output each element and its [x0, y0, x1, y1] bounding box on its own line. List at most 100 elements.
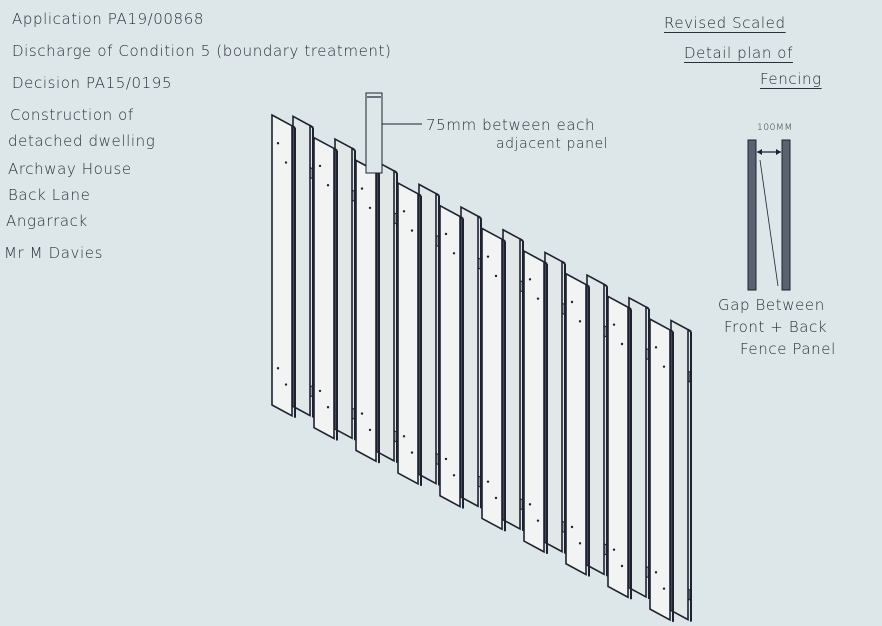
- front-board: [397, 181, 419, 486]
- nail-dot: [578, 320, 582, 323]
- gap-line-3: Fence Panel: [740, 340, 836, 358]
- front-board: [523, 249, 545, 554]
- nail-dot: [318, 164, 322, 168]
- arrow-heads: [757, 149, 781, 155]
- nail-dot: [402, 210, 406, 213]
- note-discharge: Discharge of Condition 5 (boundary treat…: [12, 42, 392, 60]
- callout-line-1: 75mm between each: [426, 116, 596, 134]
- board-edge: [585, 283, 590, 288]
- board-edge: [435, 192, 440, 197]
- back-board: [586, 273, 605, 576]
- gap-dimension: 100MM: [757, 123, 793, 133]
- back-board: [460, 205, 479, 508]
- title-line-1: Revised Scaled: [664, 14, 786, 32]
- back-board: [544, 251, 563, 553]
- front-board: [355, 159, 377, 463]
- nail-dot: [452, 252, 456, 255]
- front-board: [565, 272, 587, 576]
- callout-line-2: adjacent panel: [496, 136, 609, 152]
- front-board: [439, 204, 461, 508]
- gap-line-2: Front + Back: [724, 318, 828, 336]
- board-edge: [417, 193, 422, 197]
- note-application: Application PA19/00868: [12, 10, 204, 28]
- nail-dot: [536, 297, 540, 300]
- board-edge: [333, 147, 338, 152]
- board-edge: [393, 170, 398, 174]
- nail-dot: [578, 542, 582, 545]
- nail-dot: [654, 571, 658, 574]
- nail-dot: [368, 428, 372, 432]
- back-panel-section: [781, 139, 791, 291]
- title-line-3: Fencing: [760, 70, 822, 88]
- front-board: [649, 317, 671, 622]
- nail-dot: [612, 323, 616, 326]
- nail-dot: [486, 255, 490, 258]
- front-panel-section: [747, 139, 757, 291]
- nail-dot: [620, 564, 624, 568]
- board-edge: [459, 215, 464, 220]
- front-board: [481, 227, 503, 531]
- back-board: [670, 319, 689, 621]
- back-board: [376, 160, 395, 463]
- board-edge: [477, 215, 482, 220]
- board-edge: [669, 329, 674, 333]
- nail-dot: [360, 187, 364, 190]
- nail-dot: [662, 365, 666, 368]
- board-edge: [501, 238, 506, 243]
- nail-dot: [402, 435, 406, 438]
- nail-dot: [326, 184, 330, 187]
- detail-guide-line: [759, 159, 779, 287]
- nail-dot: [612, 548, 616, 551]
- nail-dot: [486, 480, 490, 483]
- nail-dot: [276, 367, 280, 370]
- back-board: [628, 296, 647, 599]
- nail-dot: [528, 503, 532, 506]
- note-house: Archway House: [8, 160, 132, 178]
- back-board: [418, 183, 437, 485]
- note-lane: Back Lane: [8, 186, 91, 204]
- note-dwelling: detached dwelling: [8, 132, 156, 150]
- nail-dot: [654, 346, 658, 349]
- nail-dot: [368, 206, 372, 210]
- front-board: [271, 113, 293, 418]
- title-line-2: Detail plan of: [684, 44, 793, 62]
- nail-dot: [662, 587, 666, 590]
- front-board: [313, 136, 335, 440]
- board-edge: [627, 306, 632, 311]
- nail-dot: [410, 451, 414, 454]
- back-board: [334, 137, 353, 440]
- nail-dot: [444, 232, 448, 236]
- note-decision: Decision PA15/0195: [12, 74, 173, 92]
- nail-dot: [410, 229, 414, 232]
- board-edge: [561, 260, 566, 265]
- board-edge: [645, 306, 650, 310]
- nail-dot: [276, 142, 280, 145]
- nail-dot: [360, 412, 364, 415]
- nail-dot: [318, 389, 322, 393]
- front-board: [607, 295, 629, 599]
- board-edge: [543, 261, 548, 265]
- nail-dot: [284, 383, 288, 386]
- board-edge: [291, 124, 296, 129]
- nail-dot: [620, 342, 624, 346]
- nail-dot: [284, 161, 288, 164]
- nail-dot: [444, 457, 448, 461]
- back-board: [292, 114, 311, 417]
- board-edge: [603, 283, 608, 288]
- nail-dot: [528, 278, 532, 281]
- nail-dot: [452, 474, 456, 477]
- nail-dot: [494, 496, 498, 500]
- board-edge: [687, 328, 692, 333]
- board-edge: [309, 124, 314, 129]
- note-applicant: Mr M Davies: [4, 244, 104, 262]
- board-edge: [351, 147, 356, 152]
- board-edge: [519, 238, 524, 242]
- nail-dot: [570, 525, 574, 529]
- nail-dot: [494, 274, 498, 278]
- nail-dot: [536, 519, 540, 522]
- gap-dimension-marker: [365, 92, 383, 174]
- nail-dot: [326, 406, 330, 409]
- nail-dot: [570, 300, 574, 304]
- note-village: Angarrack: [6, 212, 88, 230]
